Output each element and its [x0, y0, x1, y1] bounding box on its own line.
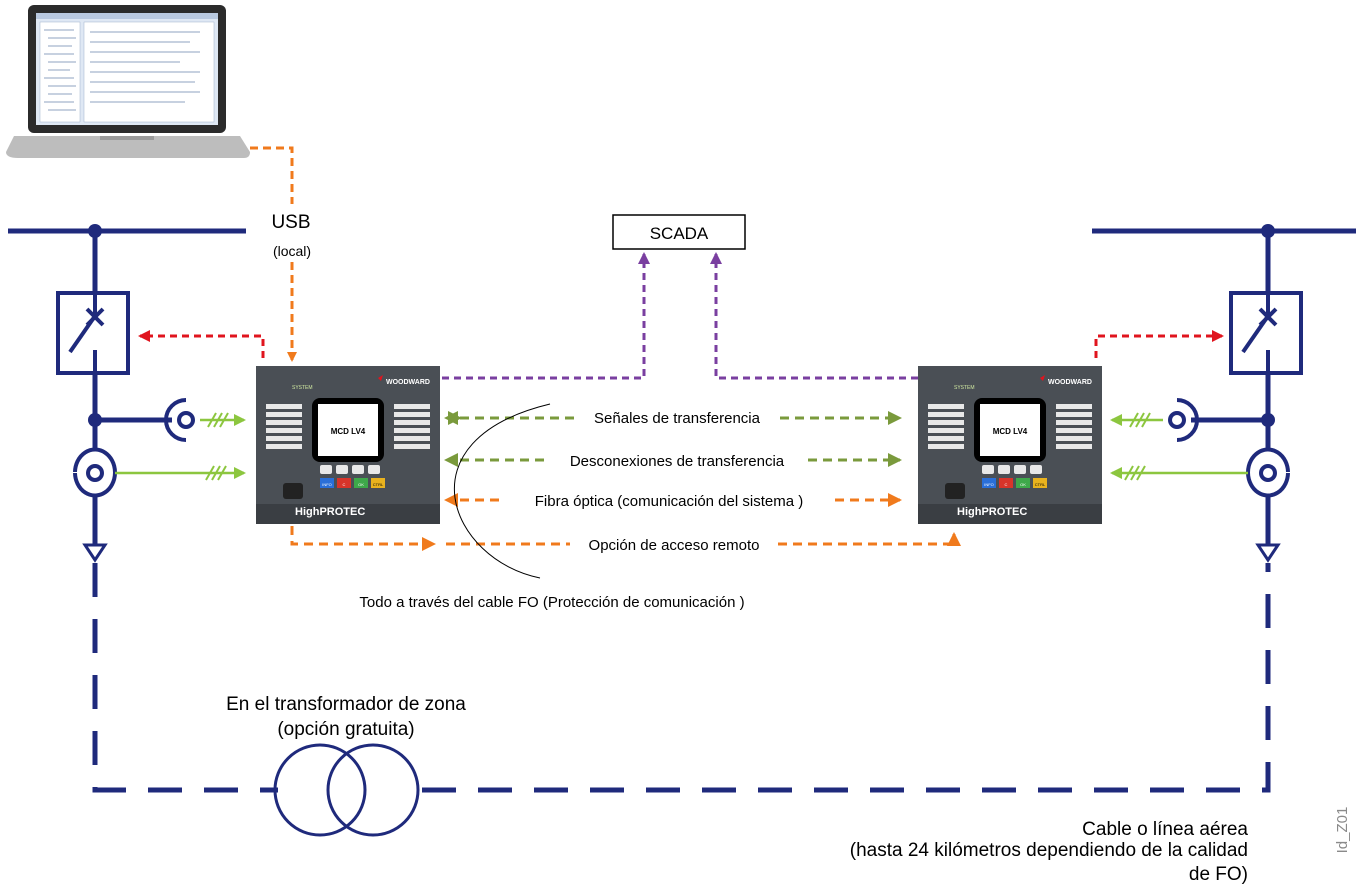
current-transformer-icon — [73, 447, 117, 498]
busbar-node-right — [1261, 224, 1275, 238]
current-transformer-icon — [164, 398, 195, 442]
key-ok: OK — [1020, 482, 1026, 487]
cable-label: Cable o línea aérea — [1082, 819, 1248, 840]
line-end-icon — [82, 543, 108, 563]
arrow-head — [444, 453, 458, 467]
scada-link-left — [442, 252, 650, 380]
arrow-head — [444, 411, 458, 425]
circuit-breaker-icon — [56, 291, 130, 375]
scada-box — [612, 214, 746, 250]
feeder-node-left — [88, 413, 102, 427]
zone-transformer-note: (opción gratuita) — [277, 719, 414, 740]
fo-bracket-curve — [453, 403, 551, 579]
key-ok: OK — [358, 482, 364, 487]
remote-access-link — [290, 526, 961, 551]
zone-transformer-label: En el transformador de zona — [226, 694, 466, 715]
remote-access-label: Opción de acceso remoto — [589, 537, 760, 554]
relay-model: MCD LV4 — [331, 427, 366, 436]
circuit-breaker-icon — [1229, 291, 1303, 375]
cable-quality-label: de FO) — [1189, 864, 1248, 885]
transfer-signals-label: Señales de transferencia — [594, 410, 761, 427]
key-c: C — [1005, 482, 1008, 487]
multi-core-marks — [205, 412, 1151, 481]
trip-signal-left — [138, 330, 265, 358]
busbar-node-left — [88, 224, 102, 238]
key-info: INFO — [322, 482, 332, 487]
busbar-right — [1092, 228, 1356, 545]
usb-local-label: (local) — [273, 243, 311, 259]
feeder-node-right — [1261, 413, 1275, 427]
trip-signal-right — [1094, 330, 1224, 358]
transformer-icon — [273, 743, 420, 837]
busbar-left — [8, 228, 246, 545]
key-ctrl: CTRL — [1035, 482, 1046, 487]
relay-system-label: SYSTEM — [954, 385, 975, 391]
key-ctrl: CTRL — [373, 482, 384, 487]
scada-label: SCADA — [650, 224, 709, 243]
protection-relay-icon — [256, 366, 440, 524]
laptop-icon — [6, 5, 250, 158]
key-c: C — [343, 482, 346, 487]
line-end-icon — [1255, 543, 1281, 563]
cable-range-label: (hasta 24 kilómetros dependiendo de la c… — [850, 840, 1248, 861]
current-transformer-icon — [1246, 447, 1290, 498]
transfer-trips-label: Desconexiones de transferencia — [570, 453, 785, 470]
usb-connection — [250, 146, 297, 362]
all-via-fo-label: Todo a través del cable FO (Protección d… — [359, 594, 744, 611]
figure-id: Id_Z01 — [1334, 807, 1351, 854]
current-transformer-icon — [1168, 398, 1199, 442]
usb-label: USB — [271, 212, 310, 233]
relay-product: HighPROTEC — [295, 506, 365, 518]
relay-model: MCD LV4 — [993, 427, 1028, 436]
key-info: INFO — [984, 482, 994, 487]
relay-system-label: SYSTEM — [292, 385, 313, 391]
scada-link-right — [710, 252, 918, 380]
protection-relay-icon — [918, 366, 1102, 524]
protected-line — [92, 563, 1271, 793]
fiber-optic-label: Fibra óptica (comunicación del sistema ) — [535, 493, 803, 510]
relay-product: HighPROTEC — [957, 506, 1027, 518]
relay-brand: WOODWARD — [1048, 379, 1092, 386]
relay-brand: WOODWARD — [386, 379, 430, 386]
